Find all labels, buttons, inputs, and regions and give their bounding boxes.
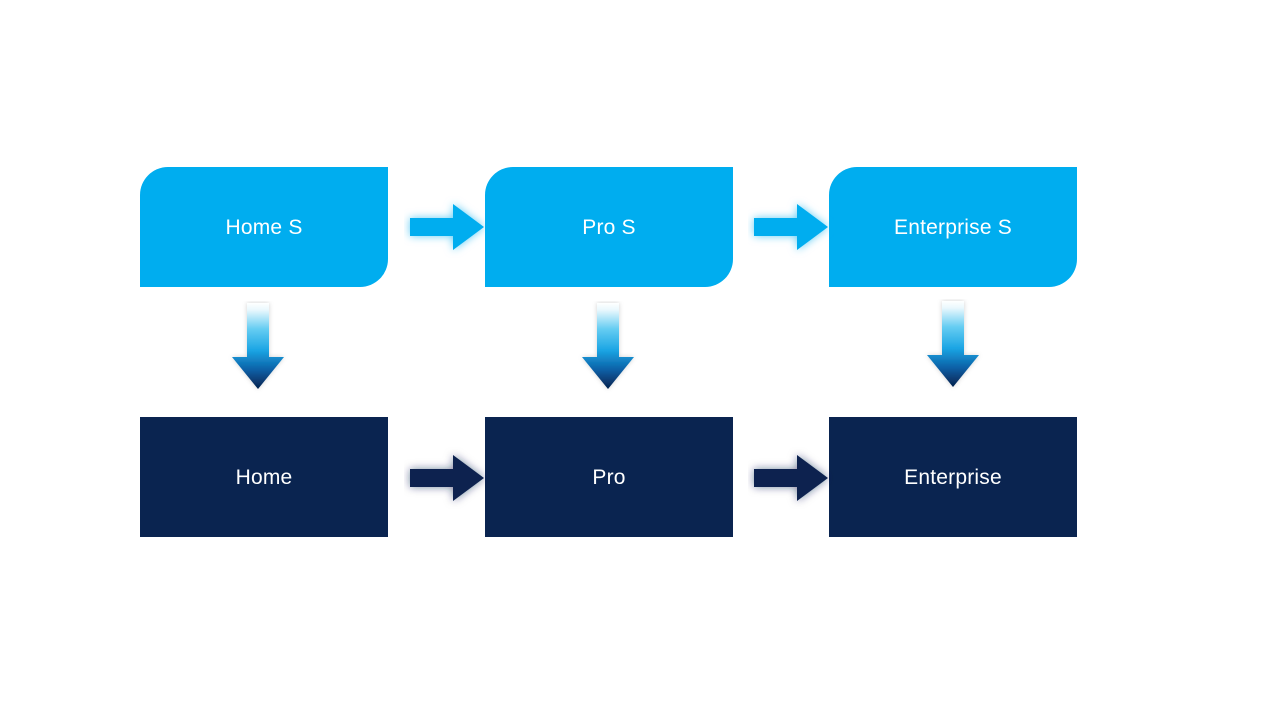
- arrow-right-icon-home-to-pro: [404, 447, 490, 509]
- arrow-down-icon-home-s-to-home: [226, 301, 290, 393]
- node-enterprise-s[interactable]: Enterprise S: [829, 167, 1077, 287]
- node-enterprise[interactable]: Enterprise: [829, 417, 1077, 537]
- arrow-right-icon-pro-s-to-enterprise-s: [748, 196, 834, 258]
- node-pro[interactable]: Pro: [485, 417, 733, 537]
- arrow-down-icon-pro-s-to-pro: [576, 301, 640, 393]
- node-pro-s[interactable]: Pro S: [485, 167, 733, 287]
- node-pro-s-label: Pro S: [582, 215, 636, 239]
- node-home-s[interactable]: Home S: [140, 167, 388, 287]
- node-home-s-label: Home S: [225, 215, 303, 239]
- node-enterprise-label: Enterprise: [904, 465, 1002, 489]
- arrow-right-icon-home-s-to-pro-s: [404, 196, 490, 258]
- node-home[interactable]: Home: [140, 417, 388, 537]
- arrow-right-icon-pro-to-enterprise: [748, 447, 834, 509]
- node-home-label: Home: [235, 465, 293, 489]
- node-enterprise-s-label: Enterprise S: [894, 215, 1012, 239]
- node-pro-label: Pro: [592, 465, 626, 489]
- arrow-down-icon-enterprise-s-to-enterprise: [921, 299, 985, 391]
